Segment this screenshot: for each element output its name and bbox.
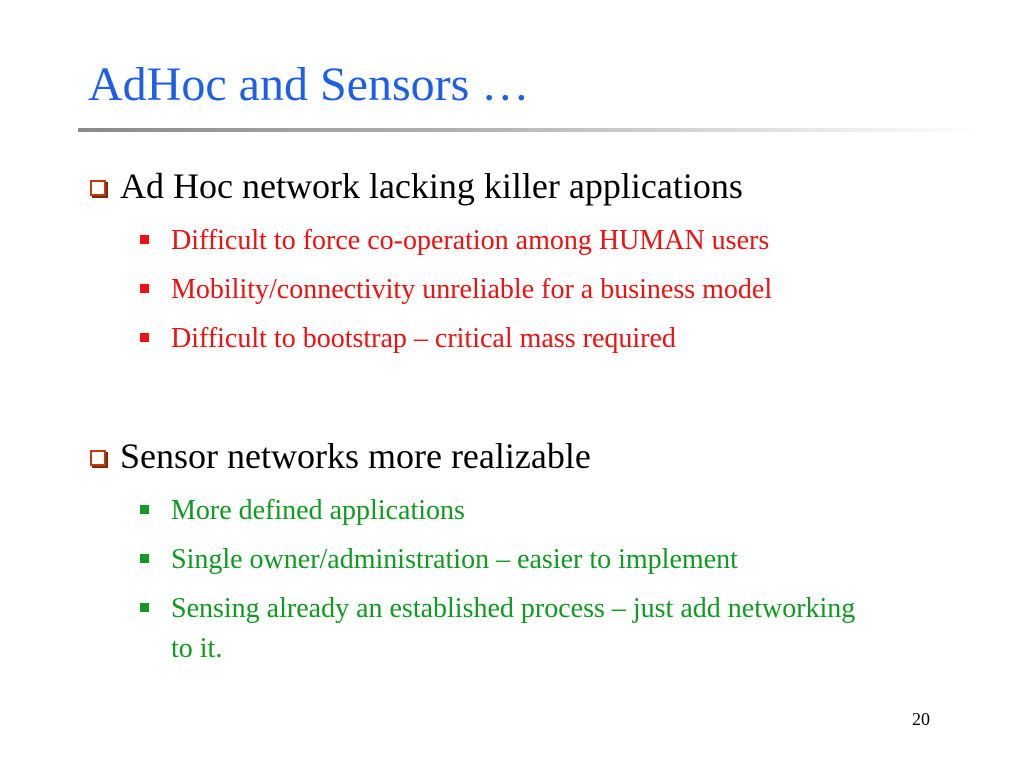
sub-bullet-text: More defined applications [171,495,465,526]
sub-bullet-text: Difficult to bootstrap – critical mass r… [171,323,676,354]
slide-title: AdHoc and Sensors … [88,58,530,111]
square-bullet-icon [140,603,149,612]
sub-bullet-text: Mobility/connectivity unreliable for a b… [171,274,773,305]
square-bullet-icon [140,333,149,342]
page-number: 20 [912,709,930,729]
sub-bullet-text: Single owner/administration – easier to … [171,544,738,575]
sub-bullet-item: Mobility/connectivity unreliable for a b… [140,270,940,310]
sub-bullet-item: Difficult to force co-operation among HU… [140,221,940,261]
sub-bullet-text: Difficult to force co-operation among HU… [171,225,770,256]
sub-bullet-item: Difficult to bootstrap – critical mass r… [140,319,940,359]
main-bullet-adhoc: Ad Hoc network lacking killer applicatio… [90,164,743,208]
hollow-box-bullet-icon [90,180,106,196]
square-bullet-icon [140,284,149,293]
bullet-heading: Ad Hoc network lacking killer applicatio… [120,166,743,206]
main-bullet-sensor: Sensor networks more realizable [90,434,591,478]
title-divider [78,128,984,132]
square-bullet-icon [140,235,149,244]
sub-bullet-text: Sensing already an established process –… [171,593,856,664]
sub-bullet-item: Sensing already an established process –… [140,589,860,669]
sub-bullet-item: More defined applications [140,491,940,531]
bullet-heading: Sensor networks more realizable [120,436,591,476]
sub-bullet-item: Single owner/administration – easier to … [140,540,940,580]
square-bullet-icon [140,505,149,514]
square-bullet-icon [140,554,149,563]
hollow-box-bullet-icon [90,450,106,466]
